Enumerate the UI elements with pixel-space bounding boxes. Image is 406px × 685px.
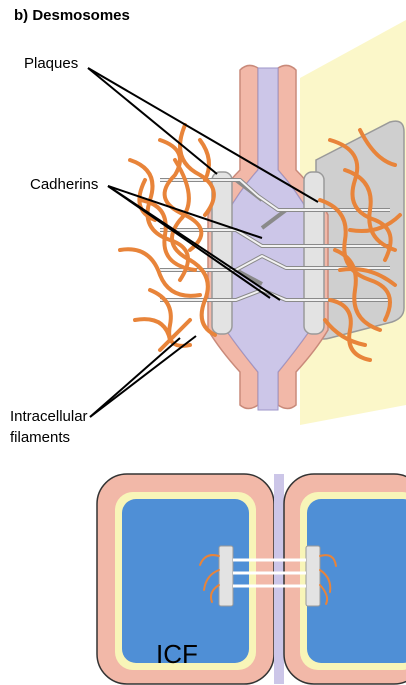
mini-plaque-right — [306, 546, 320, 606]
label-filaments-line1: Intracellular — [10, 408, 88, 426]
filaments-left — [120, 125, 215, 350]
cell-right-cytoplasm — [307, 499, 406, 663]
diagram-title: b) Desmosomes — [14, 7, 130, 24]
label-plaques: Plaques — [24, 55, 78, 73]
intercellular-gap — [274, 474, 284, 684]
label-filaments-line2: filaments — [10, 429, 70, 447]
label-icf: ICF — [156, 639, 198, 670]
mini-plaque-left — [219, 546, 233, 606]
label-cadherins: Cadherins — [30, 176, 98, 194]
